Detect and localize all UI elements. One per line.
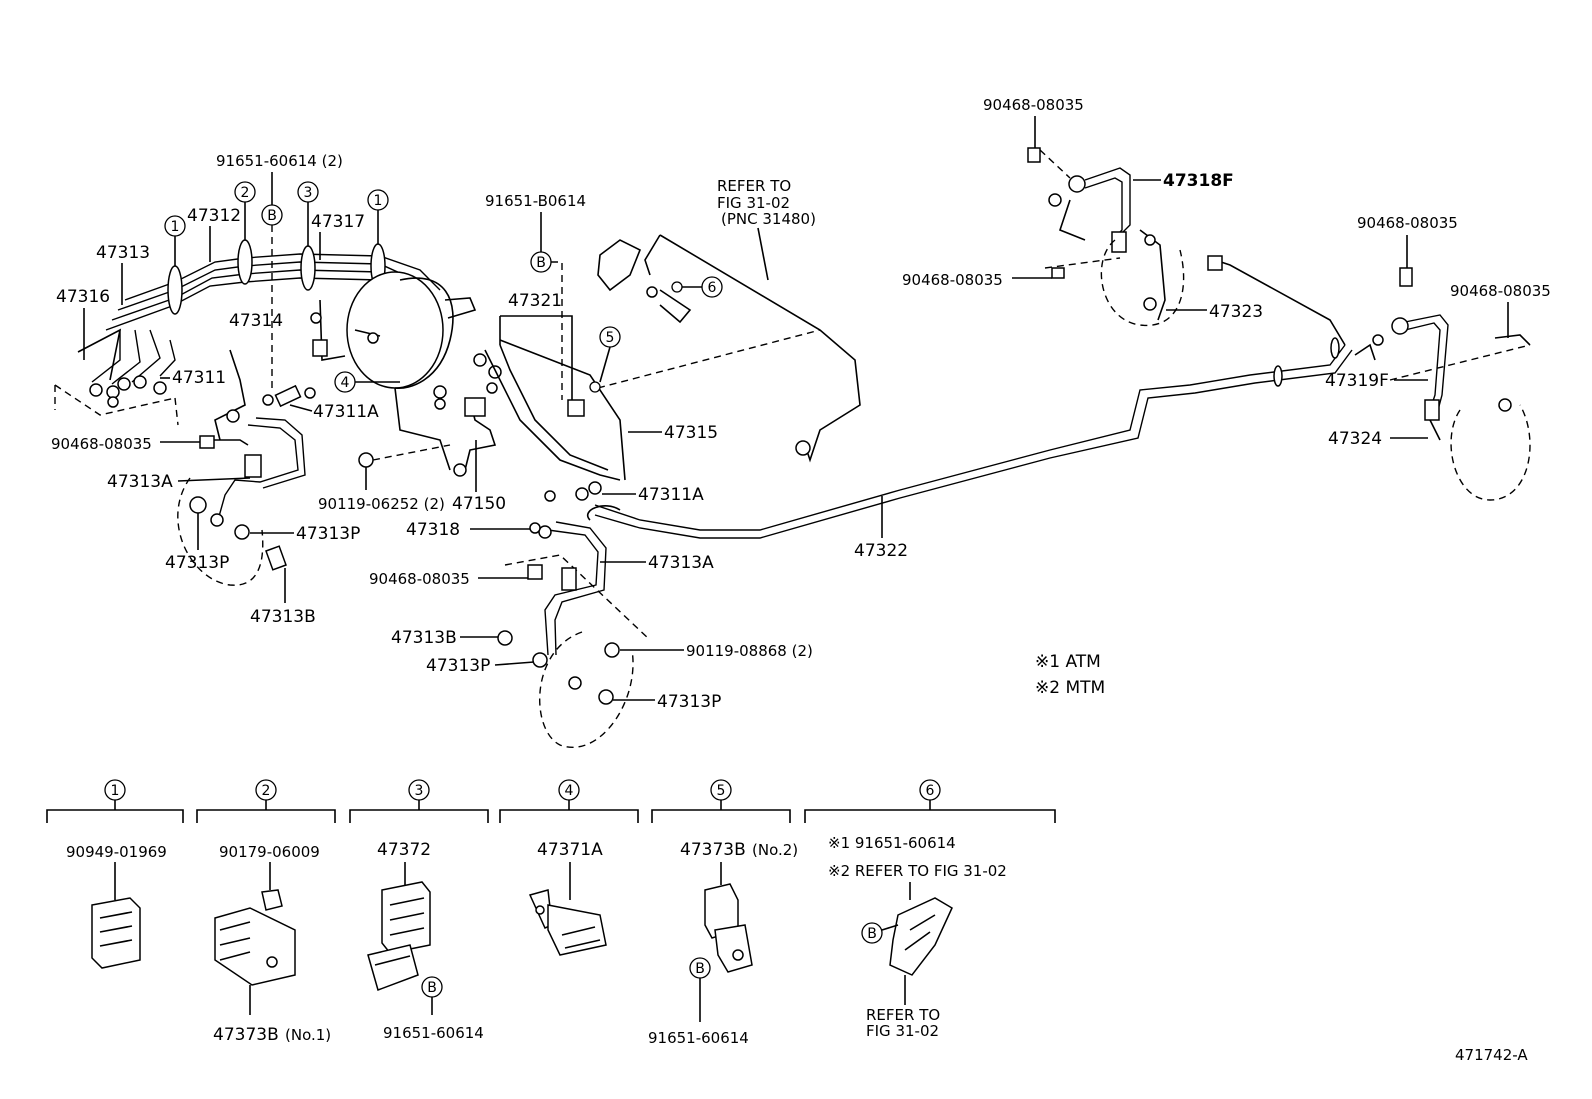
label-47318F: 47318F (1163, 171, 1234, 191)
label-47313B-a: 47313B (250, 607, 316, 627)
proportioning-valve-area (453, 344, 621, 481)
refer-to-line3: (PNC 31480) (721, 210, 816, 228)
legend-part-2-bottom-note: (No.1) (285, 1026, 331, 1044)
rear-right-brake-hose-area (1027, 147, 1223, 327)
legend-part-1: 90949-01969 (66, 843, 167, 861)
legend-part-6-bottom2: FIG 31-02 (866, 1022, 939, 1040)
part-labels: 91651-60614 (2) 47312 47317 47313 47316 … (51, 96, 1551, 1064)
rear-brake-tube-47322 (544, 259, 1353, 539)
callout-b-a: B (267, 208, 277, 224)
clamp-47372-icon (367, 881, 431, 991)
legend-num-4: 4 (565, 783, 574, 799)
label-47323: 47323 (1209, 302, 1263, 322)
legend-num-2: 2 (262, 783, 271, 799)
legend-part-5: 47373B (680, 840, 746, 860)
label-47321: 47321 (508, 291, 562, 311)
label-90119-08868-2: 90119-08868 (2) (686, 642, 813, 660)
label-90468-08035-mid: 90468-08035 (369, 570, 470, 588)
label-91651-B0614: 91651-B0614 (485, 192, 586, 210)
clamp-47373B-no1-icon (214, 889, 296, 986)
callout-b-c: B (427, 980, 437, 996)
clamp-47371A-icon (528, 889, 607, 956)
label-47313P-b: 47313P (165, 553, 229, 573)
callout-1-a: 1 (171, 219, 180, 235)
label-47314: 47314 (229, 311, 283, 331)
bracket-91651-60614-icon (889, 897, 953, 976)
callout-markers: 1 2 B 3 1 4 B 5 6 (164, 181, 723, 400)
label-90468-08035-left: 90468-08035 (51, 435, 152, 453)
label-90468-08035-top: 90468-08035 (983, 96, 1084, 114)
engine-compartment-outline (499, 234, 861, 481)
legend-part-4: 47371A (537, 840, 603, 860)
refer-to-line1: REFER TO (717, 177, 791, 195)
legend-num-6: 6 (926, 783, 935, 799)
label-47317: 47317 (311, 212, 365, 232)
label-47313B-b: 47313B (391, 628, 457, 648)
label-47150: 47150 (452, 494, 506, 514)
label-47313A-left: 47313A (107, 472, 173, 492)
label-47313P-d: 47313P (657, 692, 721, 712)
label-47319F: 47319F (1325, 371, 1389, 391)
label-90468-08035-r2: 90468-08035 (1357, 214, 1458, 232)
callout-b-e: B (867, 926, 877, 942)
legend-part-2-bottom: 47373B (213, 1025, 279, 1045)
legend-part-2: 90179-06009 (219, 843, 320, 861)
note-mtm: ※2 MTM (1035, 678, 1105, 698)
label-47311A-mid: 47311A (638, 485, 704, 505)
front-left-brake-hose-area (177, 417, 306, 586)
label-47313: 47313 (96, 243, 150, 263)
label-47318: 47318 (406, 520, 460, 540)
front-right-brake-hose-area (497, 521, 651, 748)
note-atm: ※1 ATM (1035, 652, 1101, 672)
label-90468-08035-r3: 90468-08035 (1450, 282, 1551, 300)
legend-part-3-bottom: 91651-60614 (383, 1024, 484, 1042)
legend-num-3: 3 (415, 783, 424, 799)
refer-to-line2: FIG 31-02 (717, 194, 790, 212)
legend-part-5-bottom: 91651-60614 (648, 1029, 749, 1047)
diagram-code: 471742-A (1455, 1046, 1528, 1064)
label-91651-60614-2: 91651-60614 (2) (216, 152, 343, 170)
callout-5: 5 (606, 330, 615, 346)
label-90468-08035-r1: 90468-08035 (902, 271, 1003, 289)
brake-booster-assembly (214, 271, 477, 471)
label-47322: 47322 (854, 541, 908, 561)
label-47315: 47315 (664, 423, 718, 443)
clamp-47373B-no2-icon (704, 883, 753, 973)
label-47313P-a: 47313P (296, 524, 360, 544)
callout-6: 6 (708, 280, 717, 296)
clamp-legend: 1 2 3 4 5 6 90949-01969 90179-06009 4737… (46, 779, 1056, 1047)
label-47324: 47324 (1328, 429, 1382, 449)
label-47311: 47311 (172, 368, 226, 388)
callout-1-b: 1 (374, 193, 383, 209)
label-47312: 47312 (187, 206, 241, 226)
clamp-90949-01969-icon (91, 897, 141, 969)
callout-b-d: B (695, 961, 705, 977)
label-47311A-left: 47311A (313, 402, 379, 422)
legend-num-5: 5 (717, 783, 726, 799)
legend-part-6-line1: ※1 91651-60614 (828, 834, 956, 852)
label-90119-06252-2: 90119-06252 (2) (318, 495, 445, 513)
callout-3: 3 (304, 185, 313, 201)
label-47316: 47316 (56, 287, 110, 307)
legend-num-1: 1 (111, 783, 120, 799)
label-47313A-mid: 47313A (648, 553, 714, 573)
legend-part-6-line2: ※2 REFER TO FIG 31-02 (828, 862, 1007, 880)
legend-part-6-bottom1: REFER TO (866, 1006, 940, 1024)
label-47313P-c: 47313P (426, 656, 490, 676)
callout-2: 2 (241, 185, 250, 201)
legend-part-3: 47372 (377, 840, 431, 860)
callout-4: 4 (341, 375, 350, 391)
callout-b-b: B (536, 255, 546, 271)
rear-left-brake-hose-area (1354, 267, 1531, 501)
legend-part-5-note: (No.2) (752, 841, 798, 859)
